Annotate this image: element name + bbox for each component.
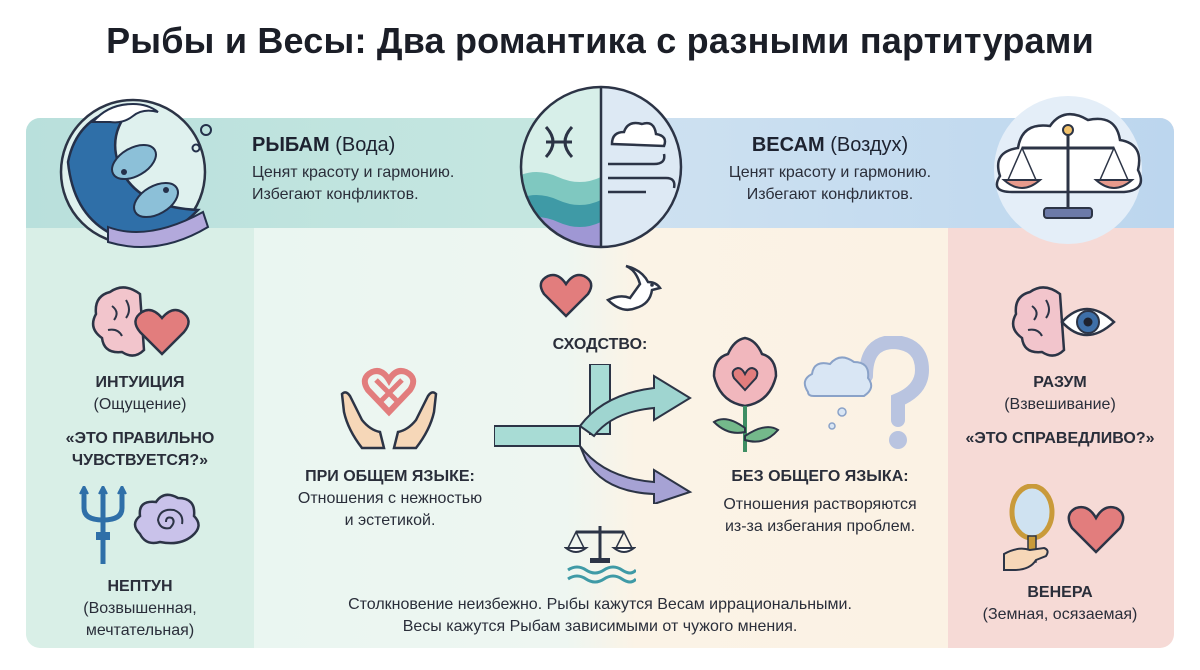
pisces-mode-sub: (Ощущение) bbox=[93, 396, 187, 413]
pisces-symbol-icon bbox=[544, 125, 574, 159]
pisces-planet-line1: (Возвышенная, bbox=[83, 600, 197, 617]
conflict-line2: Весы кажутся Рыбам зависимыми от чужого … bbox=[402, 618, 798, 635]
scales-wave-icon bbox=[564, 522, 636, 584]
no-common-language-line1: Отношения растворяются bbox=[723, 496, 917, 513]
libra-name: ВЕСАМ bbox=[751, 134, 825, 156]
question-cloud-icon bbox=[800, 336, 930, 456]
wave-pisces-icon bbox=[38, 92, 238, 252]
dove-icon bbox=[600, 264, 664, 320]
scales-cloud-icon bbox=[978, 92, 1158, 252]
pisces-element: (Вода) bbox=[335, 134, 396, 156]
common-language-title: ПРИ ОБЩЕМ ЯЗЫКЕ: bbox=[305, 468, 475, 485]
libra-header-line1: Ценят красоту и гармонию. bbox=[728, 164, 932, 181]
pisces-quote-line2: ЧУВСТВУЕТСЯ?» bbox=[71, 452, 209, 469]
conflict-line1: Столкновение неизбежно. Рыбы кажутся Вес… bbox=[348, 596, 852, 613]
libra-element: (Воздух) bbox=[830, 134, 909, 156]
hands-heart-icon bbox=[336, 350, 442, 450]
no-common-language-title: БЕЗ ОБЩЕГО ЯЗЫКА: bbox=[731, 468, 909, 485]
rose-heart-icon bbox=[700, 336, 790, 456]
pisces-mode-title: ИНТУИЦИЯ bbox=[95, 374, 185, 391]
libra-quote: «ЭТО СПРАВЕДЛИВО?» bbox=[965, 430, 1155, 447]
libra-planet: ВЕНЕРА bbox=[1027, 584, 1093, 601]
pisces-planet-line2: мечтательная) bbox=[85, 622, 195, 639]
fork-arrow-icon bbox=[494, 364, 708, 504]
no-common-language-line2: из-за избегания проблем. bbox=[724, 518, 916, 535]
brain-eye-icon bbox=[1010, 282, 1120, 364]
air-wind-icon bbox=[608, 121, 676, 194]
pisces-header-line2: Избегают конфликтов. bbox=[252, 186, 419, 203]
common-language-line1: Отношения с нежностью bbox=[297, 490, 483, 507]
libra-mode-title: РАЗУМ bbox=[1033, 374, 1087, 391]
pisces-header-line1: Ценят красоту и гармонию. bbox=[252, 164, 455, 181]
center-element-circle bbox=[516, 82, 686, 252]
pisces-quote-line1: «ЭТО ПРАВИЛЬНО bbox=[65, 430, 215, 447]
page-title: Рыбы и Весы: Два романтика с разными пар… bbox=[106, 20, 1094, 61]
libra-mode-sub: (Взвешивание) bbox=[1004, 396, 1116, 413]
libra-planet-sub: (Земная, осязаемая) bbox=[982, 606, 1138, 623]
brain-heart-icon bbox=[90, 282, 190, 362]
venus-heart-icon bbox=[1066, 502, 1126, 556]
mirror-hand-icon bbox=[1000, 484, 1062, 574]
libra-header-title: ВЕСАМ (Воздух) bbox=[700, 132, 960, 158]
pisces-planet: НЕПТУН bbox=[107, 578, 173, 595]
heart-icon bbox=[538, 270, 594, 320]
libra-header-line2: Избегают конфликтов. bbox=[746, 186, 914, 203]
pisces-name: РЫБАМ bbox=[252, 134, 330, 156]
spiral-cloud-icon bbox=[130, 490, 202, 550]
pisces-header-title: РЫБАМ (Вода) bbox=[252, 132, 552, 158]
similarity-label: СХОДСТВО: bbox=[552, 336, 648, 353]
common-language-line2: и эстетикой. bbox=[344, 512, 436, 529]
trident-icon bbox=[78, 486, 128, 566]
